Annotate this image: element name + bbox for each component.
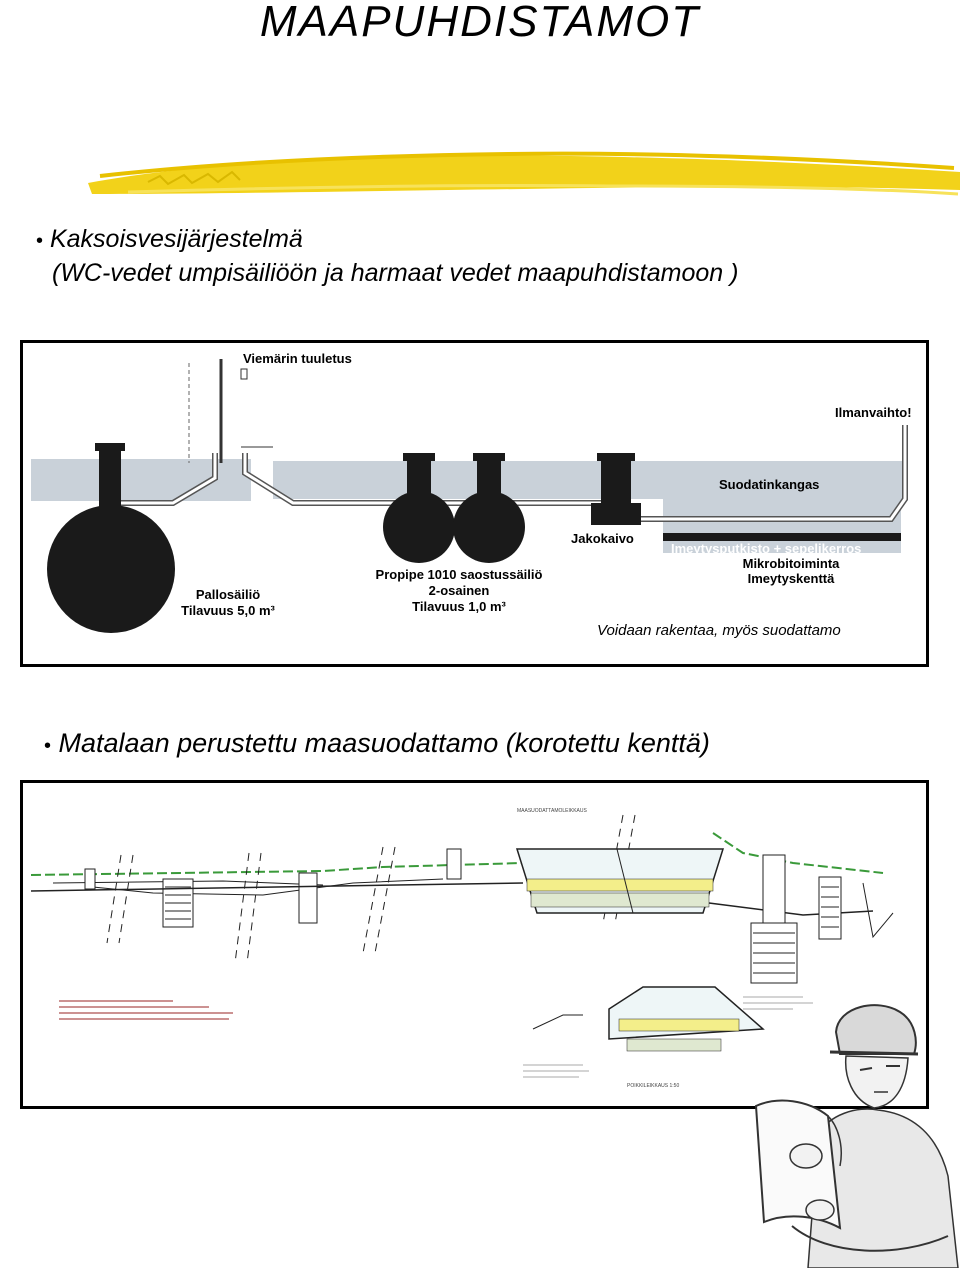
drawing-header: MAASUODATTAMOLEIKKAUS [517, 808, 587, 814]
bullet-2: • Matalaan perustettu maasuodattamo (kor… [44, 728, 710, 761]
sphere-tank [47, 505, 175, 633]
label-viemarin-tuuletus: Viemärin tuuletus [243, 351, 352, 366]
label-pallosailio-tilavuus: Tilavuus 5,0 m³ [181, 603, 275, 618]
drawing-section-label: POIKKILEIKKAUS 1:50 [627, 1083, 680, 1089]
bullet-dot: • [44, 735, 52, 757]
bullet-dot: • [36, 230, 44, 252]
technical-drawing-panel: MAASUODATTAMOLEIKKAUS POIKKILEIKKAUS 1:5… [20, 780, 929, 1109]
system-diagram [31, 359, 908, 633]
technical-drawing [30, 814, 894, 1078]
label-propipe-osainen: 2-osainen [428, 583, 490, 598]
label-imeytyskentta: Imeytyskenttä [747, 571, 835, 586]
bullet-1-line-1: Kaksoisvesijärjestelmä [49, 225, 303, 253]
page-title: MAAPUHDISTAMOT [259, 0, 701, 46]
label-propipe: Propipe 1010 saostussäiliö [375, 567, 543, 582]
infiltration-field [663, 499, 901, 553]
worker-illustration [754, 1004, 959, 1268]
bullet-1-line-2: (WC-vedet umpisäiliöön ja harmaat vedet … [52, 259, 739, 287]
septic-tank-1 [383, 491, 455, 563]
label-mikrobitoiminta: Mikrobitoiminta [742, 556, 840, 571]
label-ilmanvaihto: Ilmanvaihto! [835, 405, 912, 420]
yellow-brush-stroke [88, 151, 960, 196]
bullet-2-text: Matalaan perustettu maasuodattamo (korot… [58, 728, 710, 758]
label-suodatinkangas: Suodatinkangas [719, 477, 820, 492]
gravel-layer [663, 533, 901, 541]
label-propipe-tilavuus: Tilavuus 1,0 m³ [412, 599, 506, 614]
label-imeytysputkisto: Imeytysputkisto + sepelikerros [671, 541, 862, 556]
system-diagram-panel: Viemärin tuuletus Ilmanvaihto! Suodatink… [20, 340, 929, 667]
ground-band-right [273, 461, 903, 499]
septic-tank-2 [453, 491, 525, 563]
label-pallosailio: Pallosäiliö [195, 587, 261, 602]
bullet-1: • Kaksoisvesijärjestelmä [36, 224, 303, 256]
label-jakokaivo: Jakokaivo [571, 531, 634, 546]
diagram-caption: Voidaan rakentaa, myös suodattamo [597, 622, 841, 639]
